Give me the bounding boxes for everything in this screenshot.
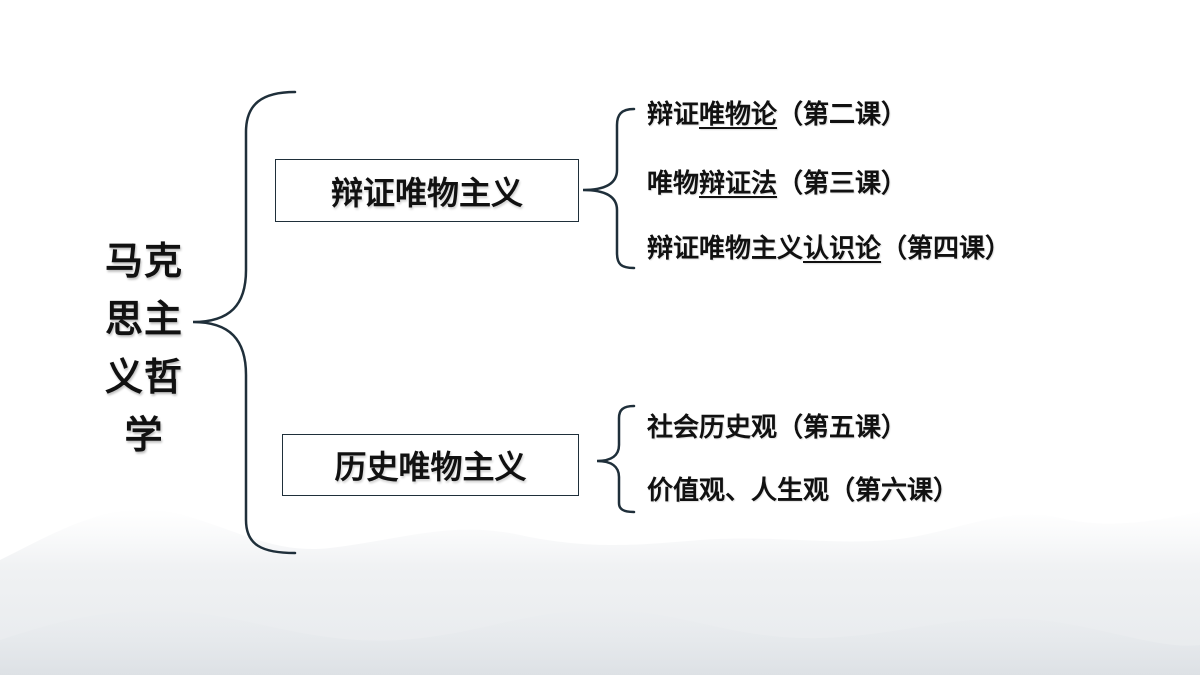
leaf-lesson: （第二课）: [777, 100, 908, 130]
leaf-text: 价值观、人生观（第六课）: [647, 476, 960, 506]
root-title: 马克思主义哲学: [104, 239, 183, 457]
leaf-lesson: （第三课）: [777, 169, 908, 199]
branch-box-dialectical-materialism: 辩证唯物主义: [275, 159, 579, 222]
mountain-near: [0, 609, 1200, 675]
leaf-underlined-text: 辩证法: [699, 169, 778, 199]
leaf-underlined-text: 唯物论: [699, 100, 778, 130]
leaf-lesson: （第四课）: [881, 234, 1012, 264]
main-brace: [192, 90, 297, 555]
brace-branch-1: [582, 107, 636, 270]
leaf-dialectics: 唯物辩证法（第三课）: [647, 167, 907, 201]
leaf-values-life-view: 价值观、人生观（第六课）: [647, 474, 959, 508]
leaf-social-history-view: 社会历史观（第五课）: [647, 411, 907, 445]
leaf-text: 社会历史观（第五课）: [647, 413, 908, 443]
leaf-materialism: 辩证唯物论（第二课）: [647, 98, 907, 132]
branch-box-historical-materialism: 历史唯物主义: [282, 434, 579, 496]
leaf-underlined-text: 认识论: [803, 234, 882, 264]
leaf-text: 唯物: [647, 169, 700, 199]
branch-label: 历史唯物主义: [334, 448, 527, 486]
leaf-text: 辩证: [647, 100, 700, 130]
brace-branch-2: [596, 404, 636, 514]
leaf-epistemology: 辩证唯物主义认识论（第四课）: [647, 232, 1011, 266]
branch-label: 辩证唯物主义: [330, 173, 523, 212]
leaf-text: 辩证唯物主义: [647, 234, 804, 264]
